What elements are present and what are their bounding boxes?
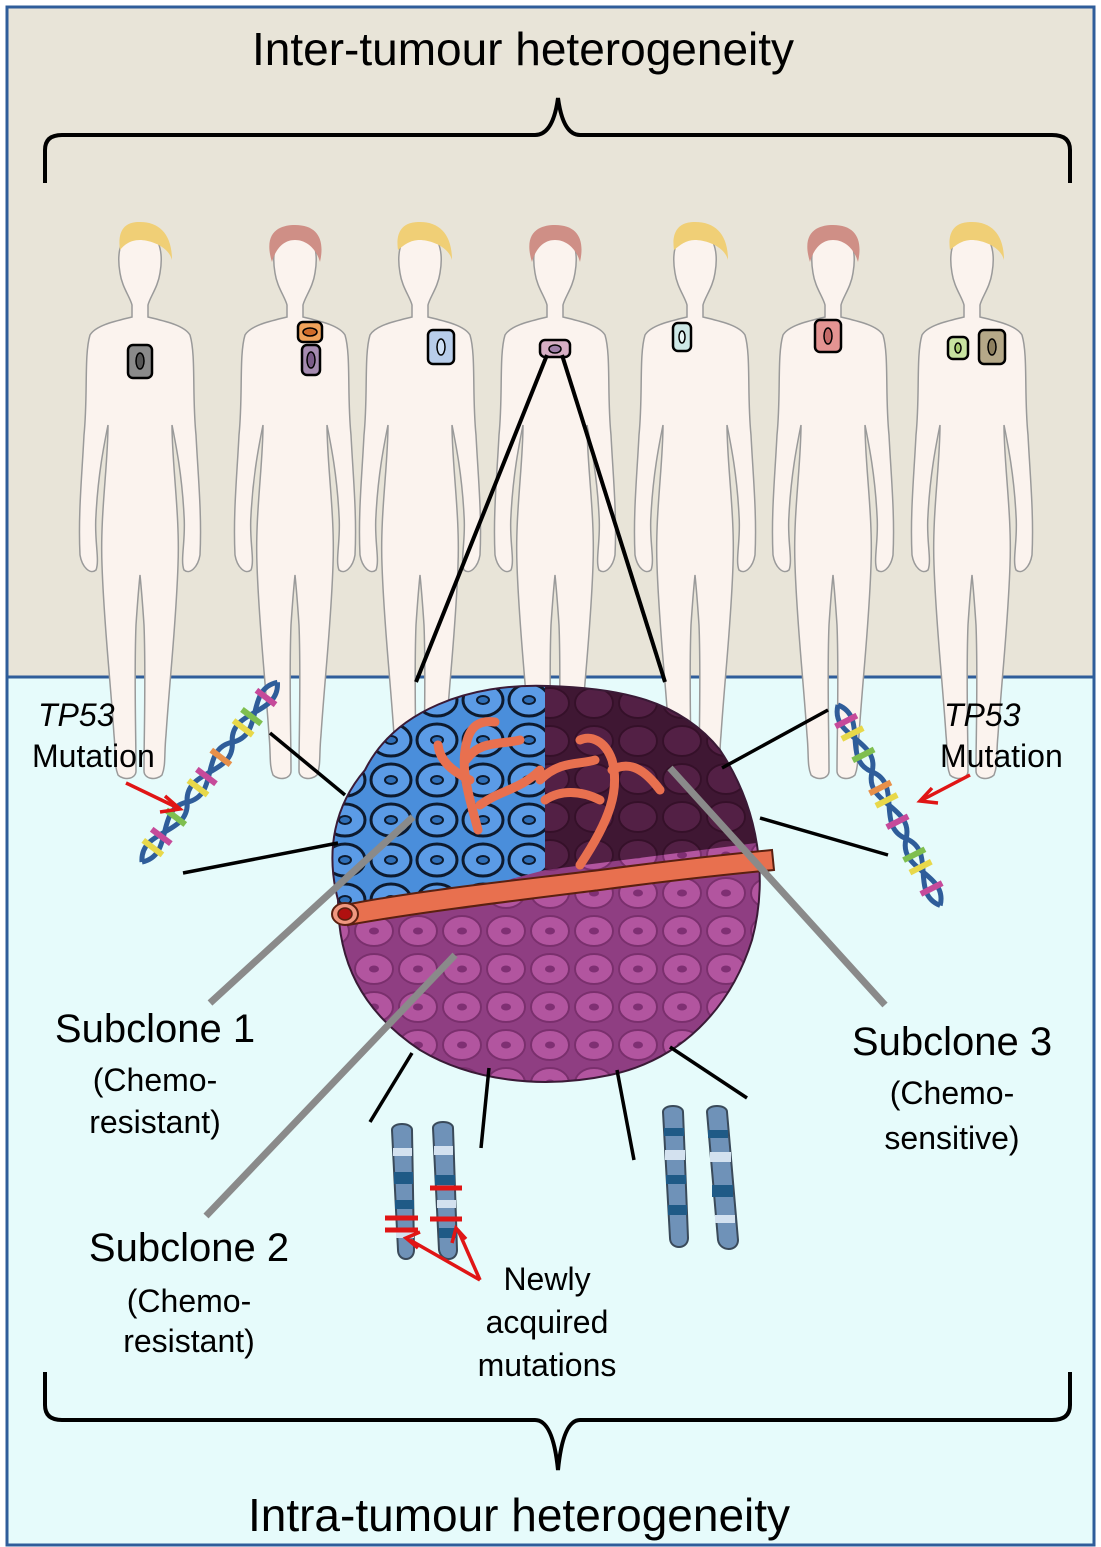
title-intra-tumour: Intra-tumour heterogeneity: [248, 1488, 790, 1542]
mutations-label-1: Newly: [503, 1260, 590, 1298]
subclone1-label: Subclone 1: [55, 1007, 255, 1052]
subclone2-label: Subclone 2: [89, 1226, 289, 1271]
mutations-label-3: mutations: [478, 1346, 617, 1384]
subclone1-note-2: resistant): [89, 1103, 221, 1141]
tp53-gene-left: TP53: [38, 697, 114, 733]
subclone2-note-2: resistant): [123, 1322, 255, 1360]
subclone2-note-1: (Chemo-: [127, 1282, 251, 1320]
subclone3-note-1: (Chemo-: [890, 1074, 1014, 1112]
tp53-gene-right: TP53: [944, 697, 1020, 733]
tp53-mutation-left: Mutation: [32, 738, 155, 774]
tp53-mutation-right: Mutation: [940, 738, 1063, 774]
subclone3-note-2: sensitive): [884, 1119, 1019, 1157]
mutations-label-2: acquired: [486, 1303, 609, 1341]
subclone3-label: Subclone 3: [852, 1020, 1052, 1065]
title-inter-tumour: Inter-tumour heterogeneity: [252, 22, 794, 76]
subclone1-note-1: (Chemo-: [93, 1061, 217, 1099]
